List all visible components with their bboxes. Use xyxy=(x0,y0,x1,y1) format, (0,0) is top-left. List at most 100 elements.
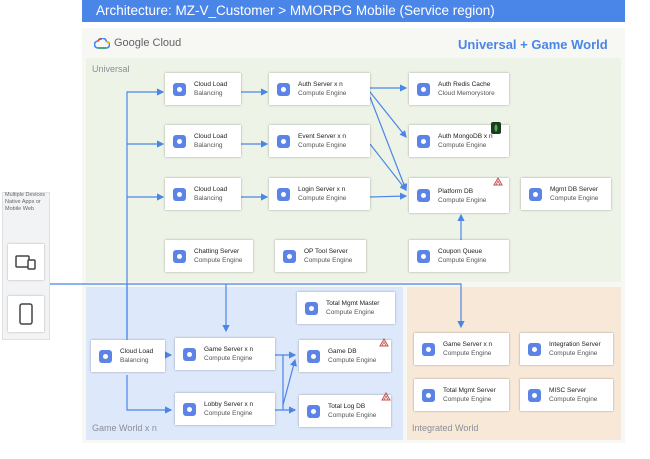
node-service: Compute Engine xyxy=(549,396,598,403)
node-name: Auth Redis Cache xyxy=(438,81,491,88)
load-balancer-icon xyxy=(99,349,112,363)
compute-engine-icon xyxy=(422,388,435,402)
node-name: Chatting Server xyxy=(194,248,240,255)
compute-engine-icon xyxy=(307,349,320,363)
memorystore-icon xyxy=(417,82,430,96)
node-service: Cloud Memorystore xyxy=(438,90,495,97)
compute-engine-icon xyxy=(528,342,541,356)
node-service: Compute Engine xyxy=(443,350,492,357)
compute-engine-icon xyxy=(422,342,435,356)
node-name: Total Mgmt Server xyxy=(443,387,496,394)
cloud-logo-icon xyxy=(94,37,110,49)
compute-engine-icon xyxy=(277,134,290,148)
auth-server[interactable]: Auth Server x n Compute Engine xyxy=(269,73,370,105)
game-world-label: Game World x n xyxy=(92,423,157,433)
node-name: Game Server x n xyxy=(443,341,493,348)
node-service: Compute Engine xyxy=(328,412,377,419)
compute-engine-icon xyxy=(277,187,290,201)
compute-engine-icon xyxy=(528,388,541,402)
mongodb-leaf-icon xyxy=(491,122,501,134)
node-service: Balancing xyxy=(194,90,223,97)
total-log-db[interactable]: Total Log DB Compute Engine xyxy=(299,395,391,427)
node-service: Compute Engine xyxy=(204,410,253,417)
node-service: Compute Engine xyxy=(326,309,375,316)
node-name: Cloud Load xyxy=(120,348,154,355)
node-service: Compute Engine xyxy=(328,357,377,364)
node-service: Compute Engine xyxy=(443,396,492,403)
node-service: Compute Engine xyxy=(438,196,487,204)
client-devices-label: Multiple Devices Native Apps or Mobile W… xyxy=(5,192,46,212)
brand-text: Google Cloud xyxy=(114,37,182,49)
compute-engine-icon xyxy=(417,189,430,202)
integrated-game-server[interactable]: Game Server x n Compute Engine xyxy=(414,333,509,365)
node-service: Compute Engine xyxy=(549,350,598,357)
load-balancer-icon xyxy=(173,82,186,96)
node-name: Total Log DB xyxy=(328,403,366,410)
universal-label: Universal xyxy=(92,64,130,74)
node-name: Lobby Server x n xyxy=(204,401,254,408)
lobby-server[interactable]: Lobby Server x n Compute Engine xyxy=(175,393,275,425)
compute-engine-icon xyxy=(417,134,430,148)
node-name: OP Tool Server xyxy=(304,248,348,255)
node-name: Cloud Load xyxy=(194,81,228,88)
compute-engine-icon xyxy=(173,249,186,263)
node-service: Compute Engine xyxy=(298,142,347,149)
database-badge-icon xyxy=(381,392,391,401)
node-name: Total Mgmt Master xyxy=(326,300,380,307)
node-name: Login Server x n xyxy=(298,186,346,193)
compute-engine-icon xyxy=(183,402,196,416)
node-name: Integration Server xyxy=(549,341,601,348)
node-service: Balancing xyxy=(194,142,223,149)
diagram-title: Architecture: MZ-V_Customer > MMORPG Mob… xyxy=(82,0,625,22)
compute-engine-icon xyxy=(307,404,320,418)
header-right-title: Universal + Game World xyxy=(458,37,608,52)
node-service: Compute Engine xyxy=(204,355,253,362)
node-service: Compute Engine xyxy=(438,142,487,149)
load-balancer-icon xyxy=(173,187,186,201)
database-badge-icon xyxy=(379,338,389,347)
node-service: Compute Engine xyxy=(298,195,347,202)
database-badge-icon xyxy=(493,177,503,186)
node-name: Coupon Queue xyxy=(438,248,483,255)
login-server[interactable]: Login Server x n Compute Engine xyxy=(269,178,370,210)
node-name: Event Server x n xyxy=(298,133,347,140)
compute-engine-icon xyxy=(305,301,318,315)
node-name: Cloud Load xyxy=(194,133,228,140)
node-service: Compute Engine xyxy=(438,257,487,264)
node-service: Compute Engine xyxy=(298,90,347,97)
compute-engine-icon xyxy=(417,249,430,263)
load-balancer-icon xyxy=(173,134,186,148)
compute-engine-icon xyxy=(183,347,196,361)
node-name: Auth MongoDB x n xyxy=(438,133,493,140)
node-name: Platform DB xyxy=(438,187,474,195)
node-service: Compute Engine xyxy=(304,257,353,264)
node-service: Compute Engine xyxy=(194,257,243,264)
node-name: Cloud Load xyxy=(194,186,228,193)
node-name: Auth Server x n xyxy=(298,81,343,88)
compute-engine-icon xyxy=(277,82,290,96)
node-name: MISC Server xyxy=(549,387,587,394)
compute-engine-icon xyxy=(283,249,296,263)
node-name: Mgmt DB Server xyxy=(550,186,599,193)
integrated-world-label: Integrated World xyxy=(412,423,479,433)
node-service: Balancing xyxy=(194,195,223,202)
node-service: Balancing xyxy=(120,357,149,364)
event-server[interactable]: Event Server x n Compute Engine xyxy=(269,125,370,157)
